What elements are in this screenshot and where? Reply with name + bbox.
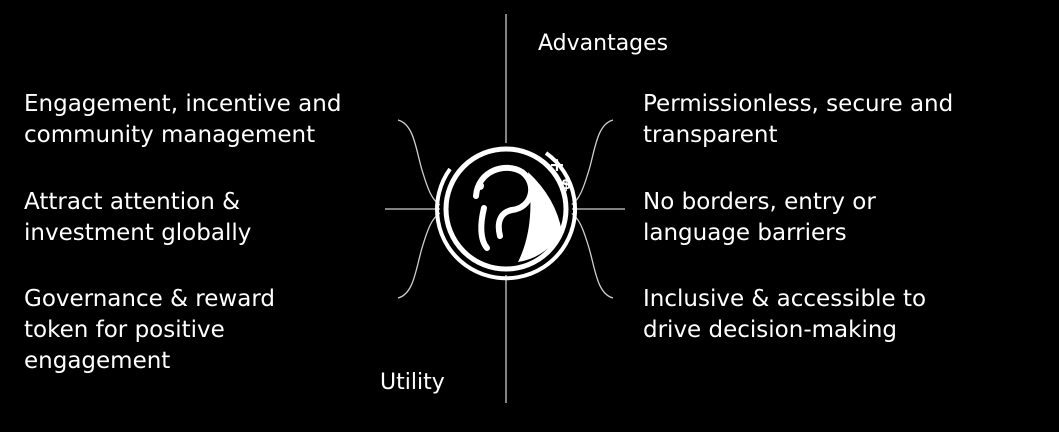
utility-item-line: investment globally xyxy=(24,220,252,246)
advantage-item-line: drive decision-making xyxy=(643,317,898,343)
plus-icon: + xyxy=(549,154,565,176)
advantage-item-line: No borders, entry or xyxy=(643,189,876,215)
utility-item-line: community management xyxy=(24,122,316,148)
utility-item-line: Attract attention & xyxy=(24,189,241,215)
left-connector-bottom xyxy=(397,212,441,299)
advantage-item-line: Permissionless, secure and xyxy=(643,91,954,117)
left-connector-top xyxy=(397,119,441,206)
utility-item-line: Governance & reward xyxy=(24,286,275,312)
utility-heading: Utility xyxy=(380,370,445,395)
utility-item-attract: Attract attention & investment globally xyxy=(24,187,251,249)
utility-item-line: Engagement, incentive and xyxy=(24,91,342,117)
logo-icon xyxy=(435,143,578,281)
utility-item-line: token for positive xyxy=(24,317,225,343)
advantage-item-line: language barriers xyxy=(643,220,847,246)
advantage-item-line: transparent xyxy=(643,122,778,148)
advantages-heading: Advantages xyxy=(538,31,669,56)
utility-item-engagement: Engagement, incentive and community mana… xyxy=(24,89,341,151)
utility-item-line: engagement xyxy=(24,348,171,374)
right-connector-top xyxy=(570,119,614,206)
advantage-item-permissionless: Permissionless, secure and transparent xyxy=(643,89,953,151)
advantage-item-line: Inclusive & accessible to xyxy=(643,286,927,312)
right-connector-bottom xyxy=(570,212,614,299)
dollar-icon: $ xyxy=(561,175,572,193)
advantage-item-no-borders: No borders, entry or language barriers xyxy=(643,187,876,249)
advantage-item-inclusive: Inclusive & accessible to drive decision… xyxy=(643,284,926,346)
utility-item-governance: Governance & reward token for positive e… xyxy=(24,284,275,377)
left-connectors xyxy=(385,119,441,299)
right-connectors xyxy=(570,119,625,299)
